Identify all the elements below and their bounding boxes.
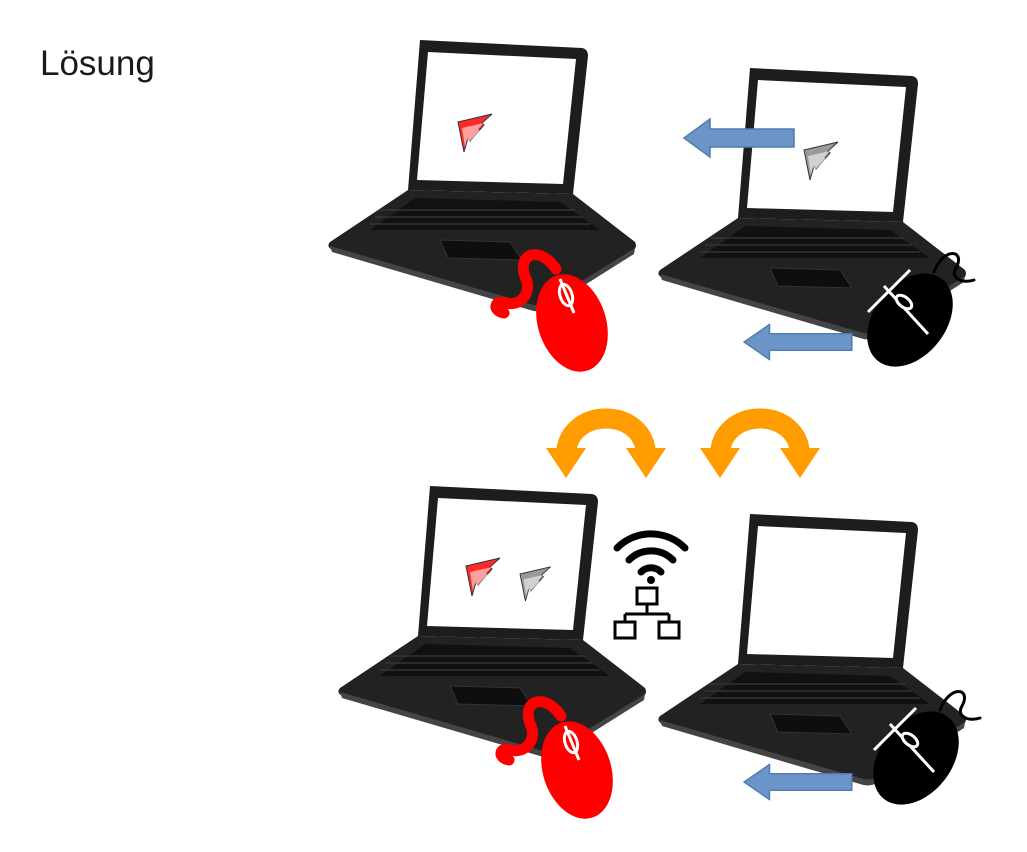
laptop-bottom-left: [337, 485, 647, 759]
curved-swap-arrow-icon: [700, 419, 820, 479]
network-icon: [613, 586, 681, 640]
wifi-icon: [613, 530, 689, 584]
laptop-top-left: [327, 39, 637, 313]
laptop-icon: [337, 485, 647, 759]
laptop-icon: [327, 39, 637, 313]
curved-swap-arrow-icon: [546, 419, 666, 479]
slide-title: Lösung: [40, 44, 155, 83]
